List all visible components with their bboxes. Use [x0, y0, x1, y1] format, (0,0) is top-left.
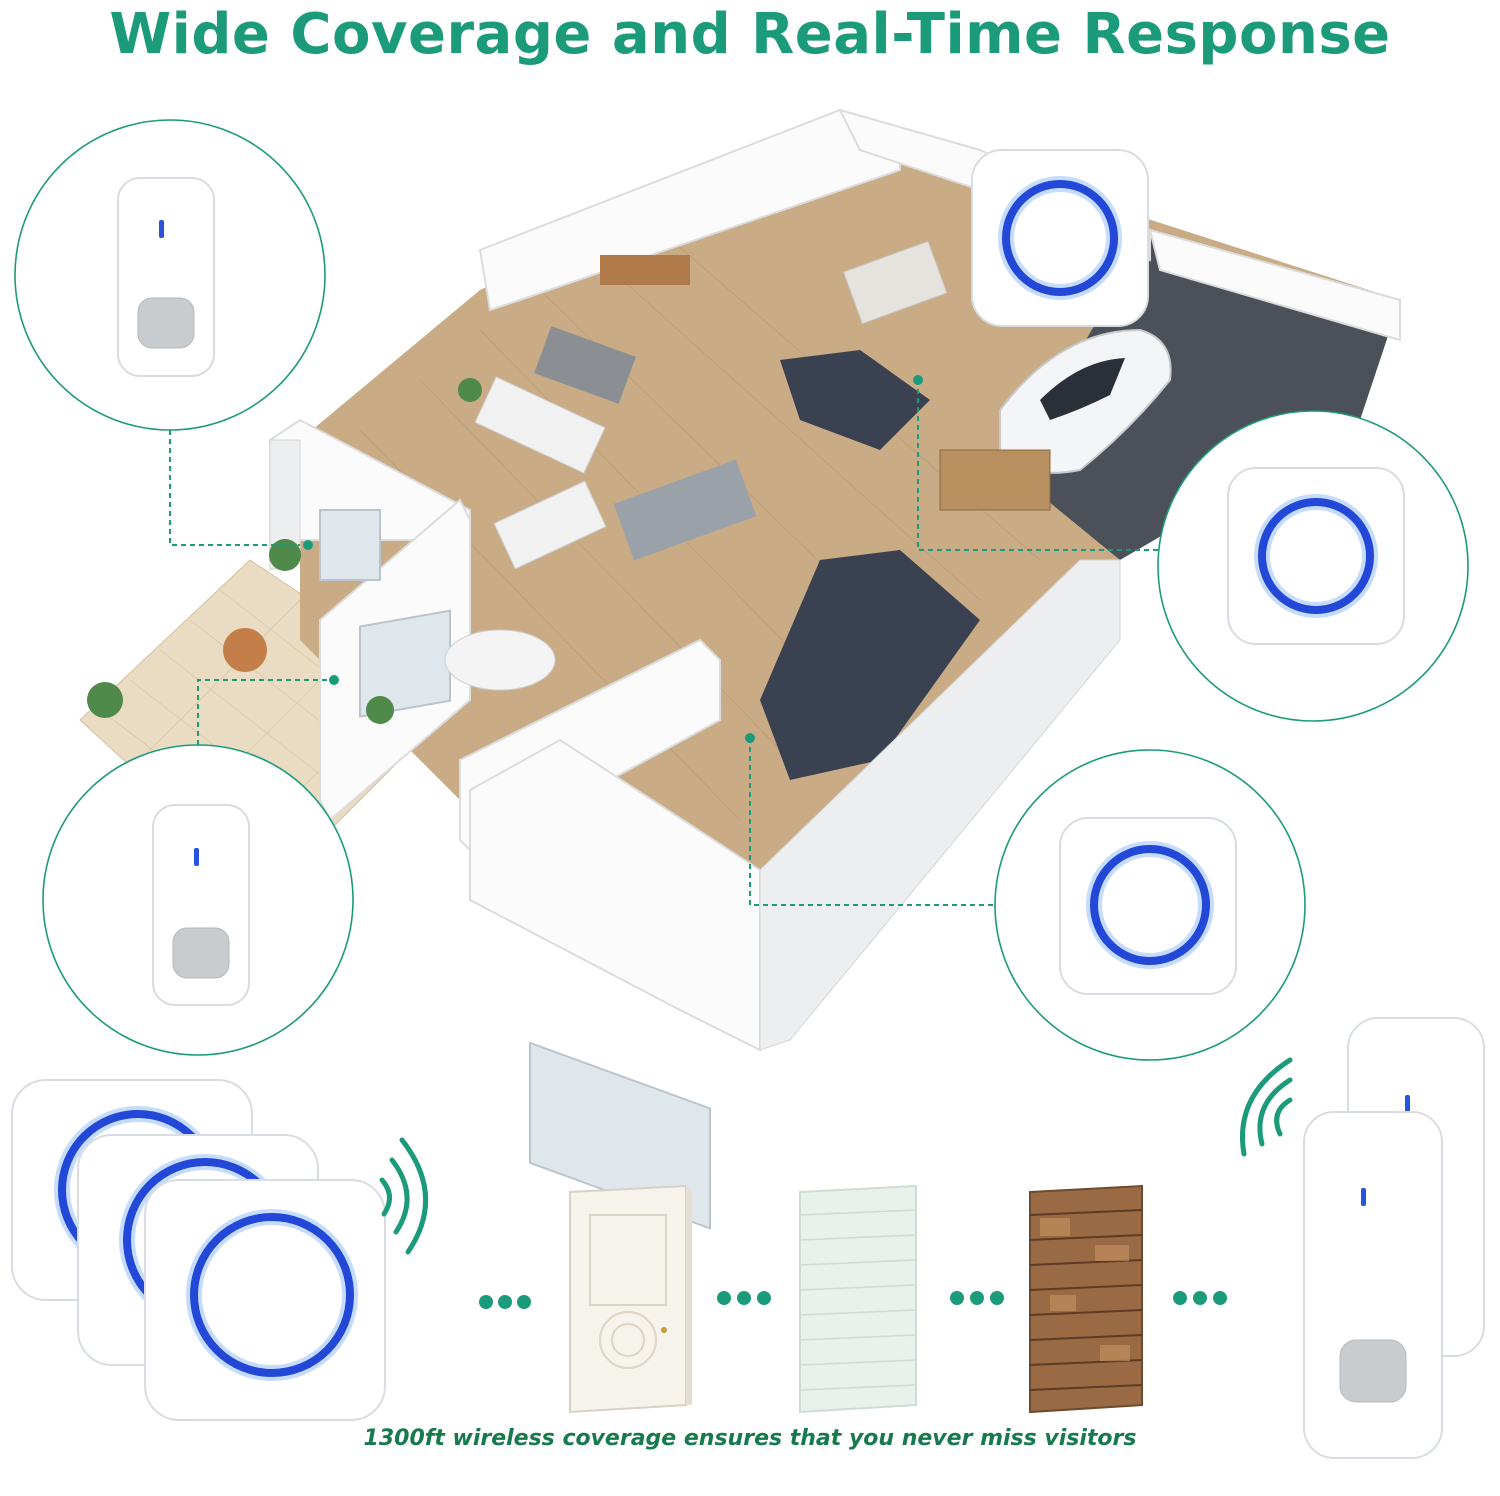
ellipsis-1	[479, 1295, 531, 1309]
windows	[319, 509, 711, 1230]
wall-garage	[1148, 228, 1401, 342]
wall-right-long	[759, 559, 1121, 1051]
car	[999, 328, 1172, 474]
wireless-signal-icon	[379, 1137, 428, 1255]
ellipsis-3	[950, 1291, 1004, 1305]
receivers-stack	[11, 1079, 386, 1421]
ellipsis-2	[717, 1291, 771, 1305]
callout-transmitter-top	[14, 119, 326, 550]
bathroom-floor-1	[780, 350, 930, 450]
callout-receiver-middle	[745, 733, 1306, 1061]
stone-wall-obstacle	[1029, 1184, 1143, 1414]
callout-transmitter-bottom	[42, 675, 354, 1056]
ellipsis-4	[1173, 1291, 1227, 1305]
furniture	[87, 240, 1051, 724]
caption: 1300ft wireless coverage ensures that yo…	[363, 1426, 1137, 1451]
wireless-signal-icon	[1240, 1057, 1293, 1157]
transmitters-stack	[1303, 1017, 1485, 1459]
receiver-top-right	[913, 149, 1190, 551]
door-obstacle	[569, 1184, 692, 1414]
white-brick-wall-obstacle	[799, 1184, 917, 1414]
bathroom-floor-2	[760, 550, 980, 780]
headline: Wide Coverage and Real-Time Response	[109, 2, 1391, 67]
callout-receiver-right	[1157, 410, 1469, 722]
